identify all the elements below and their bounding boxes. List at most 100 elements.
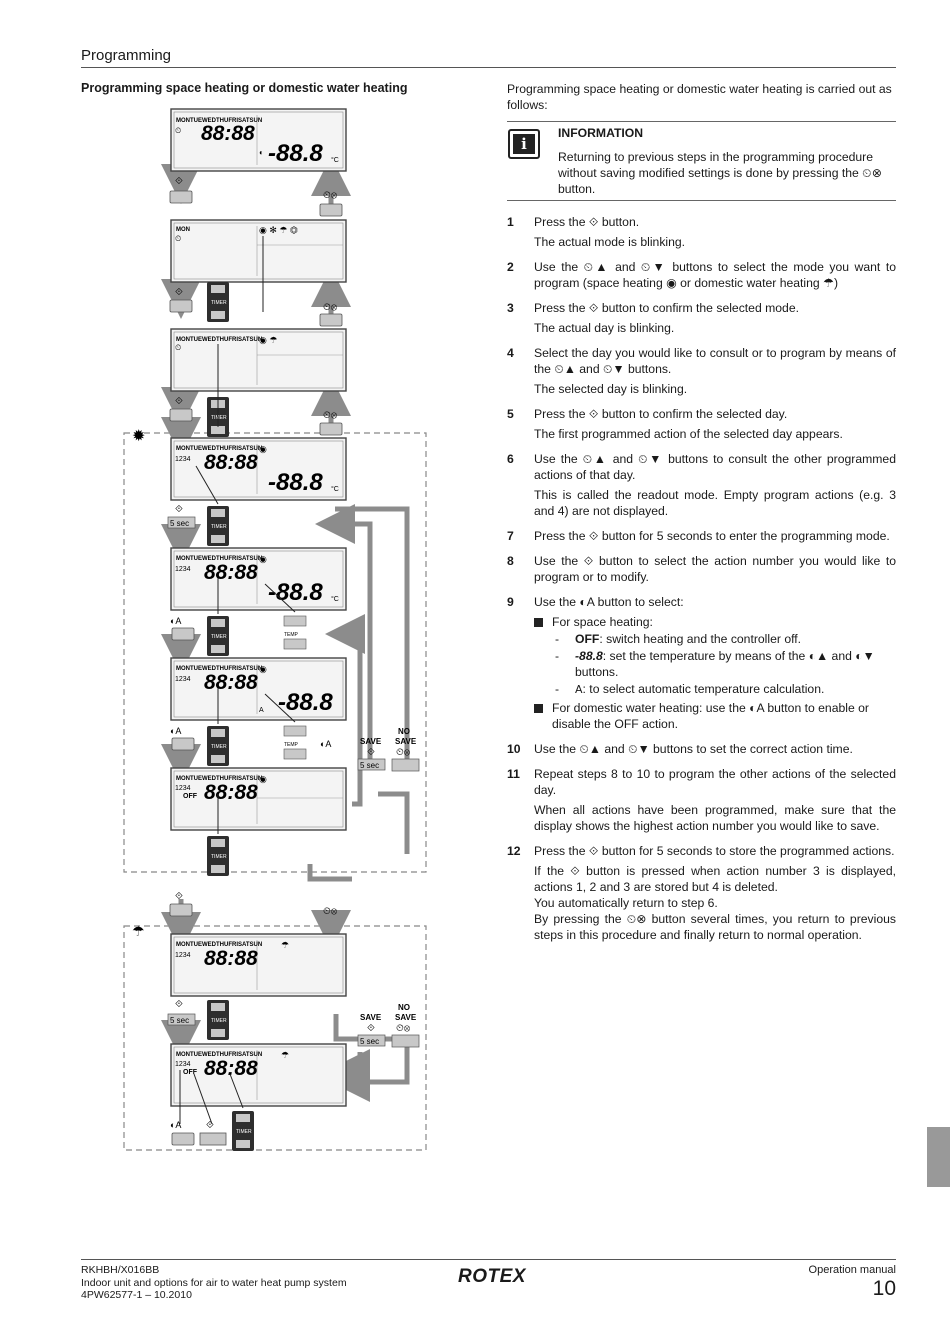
svg-text:⏲⊗: ⏲⊗ bbox=[396, 1023, 411, 1034]
svg-text:TIMER: TIMER bbox=[211, 300, 227, 306]
step-7: 7 Press the ⟐ button for 5 seconds to en… bbox=[507, 529, 890, 543]
svg-text:88:88: 88:88 bbox=[204, 947, 258, 970]
svg-text:⟐: ⟐ bbox=[175, 891, 183, 902]
step-8: 8 Use the ⟐ button to select the action … bbox=[507, 554, 896, 584]
svg-text:1234: 1234 bbox=[175, 676, 191, 683]
svg-text:MONTUEWEDTHUFRISATSUN: MONTUEWEDTHUFRISATSUN bbox=[176, 1052, 262, 1058]
svg-text:°C: °C bbox=[331, 156, 339, 164]
footer-manual-label: Operation manual bbox=[808, 1264, 896, 1276]
svg-text:⟐: ⟐ bbox=[175, 176, 183, 187]
svg-text:MONTUEWEDTHUFRISATSUN: MONTUEWEDTHUFRISATSUN bbox=[176, 776, 262, 782]
svg-text:OFF: OFF bbox=[183, 1069, 198, 1076]
svg-text:TIMER: TIMER bbox=[211, 1018, 227, 1024]
svg-text:MONTUEWEDTHUFRISATSUN: MONTUEWEDTHUFRISATSUN bbox=[176, 556, 262, 562]
svg-text:TIMER: TIMER bbox=[211, 634, 227, 640]
brand-logo: ROTEX bbox=[458, 1266, 526, 1287]
step-10: 10 Use the ⏲▲ and ⏲▼ buttons to set the … bbox=[507, 742, 853, 756]
display-3: MONTUEWEDTHUFRISATSUN ⏲ ◉ ☂ bbox=[170, 328, 347, 392]
temp-buttons: TEMP TEMP bbox=[283, 615, 307, 760]
step-3: 3 Press the ⟐ button to confirm the sele… bbox=[507, 301, 799, 335]
svg-text:88:88: 88:88 bbox=[204, 671, 258, 694]
svg-text:NO: NO bbox=[398, 1003, 410, 1012]
svg-text:5 sec: 5 sec bbox=[170, 1016, 189, 1025]
header-rule bbox=[81, 67, 896, 68]
right-button-column: ⏲⊗ ⏲⊗ ⏲⊗ ⏲⊗ bbox=[319, 190, 343, 917]
svg-text:1234: 1234 bbox=[175, 785, 191, 792]
footer-description: Indoor unit and options for air to water… bbox=[81, 1276, 347, 1289]
svg-text:°C: °C bbox=[331, 485, 339, 493]
svg-text:TIMER: TIMER bbox=[236, 1129, 252, 1135]
left-button-column: ⟐ ⟐ ⟐ ⟐ 5 sec ◐A ◐A ⟐ ⟐ 5 sec ◐A ⟐ bbox=[167, 176, 227, 1146]
footer-doc-ref: 4PW62577-1 – 10.2010 bbox=[81, 1289, 192, 1301]
svg-text:◐: ◐ bbox=[259, 148, 264, 157]
svg-text:⟐: ⟐ bbox=[175, 396, 183, 407]
svg-text:TEMP: TEMP bbox=[284, 742, 299, 748]
svg-text:⟐: ⟐ bbox=[175, 287, 183, 298]
svg-text:5 sec: 5 sec bbox=[170, 519, 189, 528]
step-5: 5 Press the ⟐ button to confirm the sele… bbox=[507, 407, 843, 441]
svg-text:1234: 1234 bbox=[175, 952, 191, 959]
display-2: MON ⏲ ◉ ✻ ☂ ⏣ bbox=[170, 219, 347, 283]
intro-text: Programming space heating or domestic wa… bbox=[507, 82, 892, 112]
svg-text:MONTUEWEDTHUFRISATSUN: MONTUEWEDTHUFRISATSUN bbox=[176, 118, 262, 124]
svg-text:1234: 1234 bbox=[175, 1061, 191, 1068]
step-2: 2 Use the ⏲▲ and ⏲▼ buttons to select th… bbox=[507, 260, 896, 290]
svg-text:⏲⊗: ⏲⊗ bbox=[323, 302, 338, 313]
svg-text:-88.8: -88.8 bbox=[278, 689, 333, 716]
bullet-square bbox=[534, 704, 543, 713]
svg-text:☂: ☂ bbox=[281, 940, 289, 950]
display-1: MONTUEWEDTHUFRISATSUN ⏲ 88:88 ◐ -88.8 °C bbox=[170, 108, 347, 172]
programming-flow-diagram: MONTUEWEDTHUFRISATSUN ⏲ 88:88 ◐ -88.8 °C… bbox=[123, 108, 427, 1151]
svg-text:OFF: OFF bbox=[183, 793, 198, 800]
svg-text:-88.8: -88.8 bbox=[268, 140, 323, 167]
svg-text:◉ ✻ ☂ ⏣: ◉ ✻ ☂ ⏣ bbox=[259, 225, 298, 235]
svg-text:SAVE: SAVE bbox=[360, 1013, 382, 1022]
display-4: MONTUEWEDTHUFRISATSUN 1234 88:88 ◉ -88.8… bbox=[170, 437, 347, 501]
svg-text:◐A: ◐A bbox=[170, 1120, 181, 1130]
step-1: 1 Press the ⟐ button.The actual mode is … bbox=[507, 215, 686, 249]
footer-rule bbox=[81, 1259, 896, 1260]
svg-text:5 sec: 5 sec bbox=[360, 761, 379, 770]
save-controls-dhw: SAVE NO SAVE ⟐ ⏲⊗ 5 sec bbox=[357, 1003, 420, 1048]
instructions-column: Programming space heating or domestic wa… bbox=[507, 81, 896, 952]
svg-text:-88.8: -88.8 bbox=[268, 579, 323, 606]
svg-text:MON: MON bbox=[176, 227, 190, 233]
svg-text:TIMER: TIMER bbox=[211, 854, 227, 860]
svg-text:◉: ◉ bbox=[259, 774, 267, 784]
info-text: Returning to previous steps in the progr… bbox=[558, 150, 882, 196]
dhw-icon: ☂ bbox=[132, 923, 145, 939]
svg-text:SAVE: SAVE bbox=[395, 1013, 417, 1022]
svg-text:⏲⊗: ⏲⊗ bbox=[323, 410, 338, 421]
step-6: 6 Use the ⏲▲ and ⏲▼ buttons to consult t… bbox=[507, 452, 896, 518]
svg-text:1234: 1234 bbox=[175, 566, 191, 573]
svg-text:A: A bbox=[259, 707, 264, 714]
svg-text:88:88: 88:88 bbox=[204, 561, 258, 584]
svg-text:MONTUEWEDTHUFRISATSUN: MONTUEWEDTHUFRISATSUN bbox=[176, 446, 262, 452]
dhw-option: For domestic water heating: use the ◐A b… bbox=[534, 700, 896, 732]
svg-text:⏲⊗: ⏲⊗ bbox=[323, 906, 338, 917]
svg-text:◉ ☂: ◉ ☂ bbox=[259, 335, 277, 345]
svg-text:MONTUEWEDTHUFRISATSUN: MONTUEWEDTHUFRISATSUN bbox=[176, 942, 262, 948]
svg-text:⏲⊗: ⏲⊗ bbox=[396, 747, 411, 758]
bullet-square bbox=[534, 618, 543, 627]
svg-text:◐A: ◐A bbox=[170, 726, 181, 736]
svg-text:⟐: ⟐ bbox=[175, 504, 183, 515]
svg-text:88:88: 88:88 bbox=[201, 122, 255, 145]
svg-text:◐A: ◐A bbox=[320, 739, 331, 749]
svg-text:TIMER: TIMER bbox=[211, 415, 227, 421]
svg-text:⏲: ⏲ bbox=[175, 126, 181, 135]
svg-text:TIMER: TIMER bbox=[211, 524, 227, 530]
save-controls-heating: ◐A SAVE NO SAVE ⟐ ⏲⊗ 5 sec bbox=[320, 727, 420, 772]
display-5: MONTUEWEDTHUFRISATSUN 1234 88:88 ◉ -88.8… bbox=[170, 547, 347, 611]
svg-text:◉: ◉ bbox=[259, 444, 267, 454]
svg-text:TIMER: TIMER bbox=[211, 744, 227, 750]
footer-doc-info: RKHBH/X016BB Indoor unit and options for… bbox=[81, 1264, 347, 1302]
chapter-tab bbox=[927, 1127, 950, 1187]
svg-text:-88.8: -88.8 bbox=[268, 469, 323, 496]
step-11: 11 Repeat steps 8 to 10 to program the o… bbox=[507, 767, 896, 833]
svg-text:SAVE: SAVE bbox=[395, 737, 417, 746]
information-box: i INFORMATION Returning to previous step… bbox=[507, 121, 896, 201]
svg-text:88:88: 88:88 bbox=[204, 451, 258, 474]
step-4: 4 Select the day you would like to consu… bbox=[507, 346, 896, 396]
svg-text:88:88: 88:88 bbox=[204, 1057, 258, 1080]
